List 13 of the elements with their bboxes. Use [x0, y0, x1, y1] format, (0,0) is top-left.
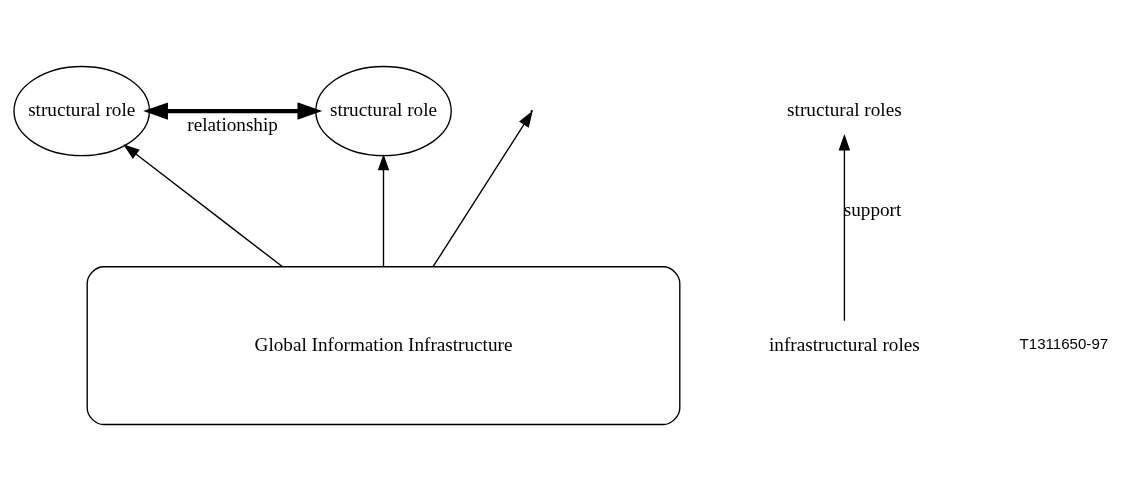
arrow — [432, 110, 533, 267]
edge-label: relationship — [187, 113, 278, 135]
node-ellipse: structural role — [315, 65, 452, 156]
node-text: structural roles — [787, 98, 902, 120]
node-ellipse: structural role — [13, 65, 151, 156]
edge-label: support — [843, 198, 902, 220]
arrow — [143, 101, 323, 120]
arrow — [123, 143, 284, 267]
node-box: Global Information Infrastructure — [86, 265, 681, 425]
node-text: infrastructural roles — [769, 333, 920, 355]
arrow — [838, 133, 851, 321]
label: T1311650-97 — [1019, 334, 1109, 352]
arrow — [377, 153, 390, 267]
